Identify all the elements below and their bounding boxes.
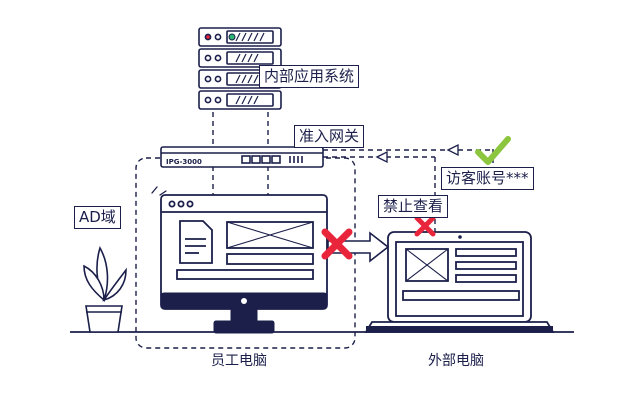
label-guest-account: 访客账号*** xyxy=(441,167,534,190)
gateway-brand-text: IPG-3000 xyxy=(166,158,202,166)
plant-icon xyxy=(83,246,127,333)
gateway-device xyxy=(160,146,324,168)
label-external-pc: 外部电脑 xyxy=(428,353,484,369)
external-laptop xyxy=(364,231,555,333)
arrowheads xyxy=(375,143,459,164)
label-gateway: 准入网关 xyxy=(294,125,365,148)
blocked-flow-arrow xyxy=(327,231,390,263)
server-vent-lines xyxy=(235,32,265,105)
laptop-base-dark xyxy=(366,326,553,332)
check-icon xyxy=(475,136,511,165)
laptop-camera-dot xyxy=(458,235,462,239)
label-employee-pc: 员工电脑 xyxy=(211,353,267,369)
server-status-led xyxy=(228,33,236,41)
decor-sparkle-icon xyxy=(151,186,167,196)
label-ad-domain: AD域 xyxy=(74,206,121,229)
deny-x-icon xyxy=(321,228,353,260)
employee-monitor xyxy=(160,194,328,310)
label-internal-system: 内部应用系统 xyxy=(259,65,360,88)
deny-x-icon-small xyxy=(414,215,436,237)
monitor-power-dot xyxy=(241,298,247,304)
label-forbid-view: 禁止查看 xyxy=(378,195,449,218)
